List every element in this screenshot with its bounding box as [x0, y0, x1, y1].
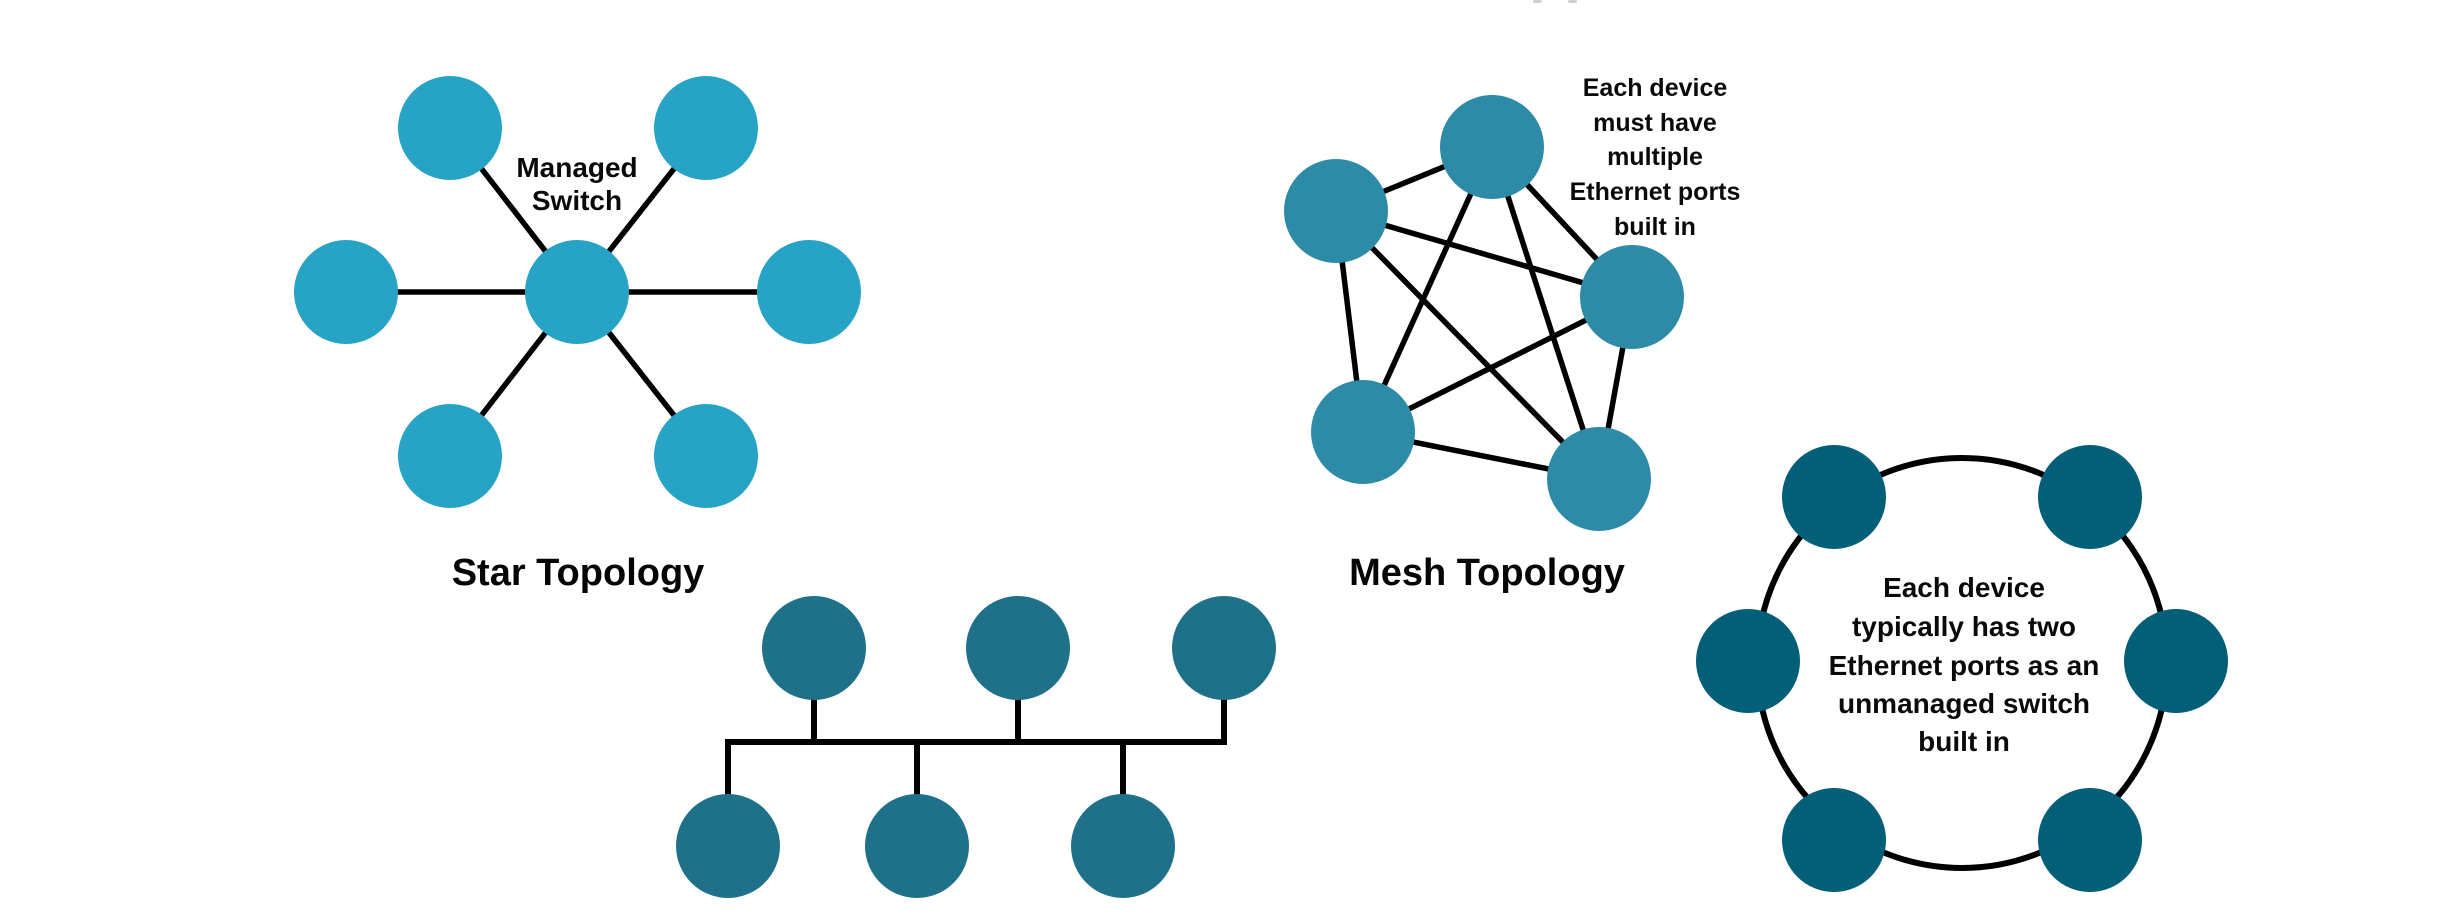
mesh-device-node-5 — [1547, 427, 1651, 531]
ring-note-line-1: Each device — [1883, 572, 2045, 603]
ring-note-line-2: typically has two — [1852, 611, 2076, 642]
ring-device-node-5 — [1782, 788, 1886, 892]
ring-nodes — [1696, 445, 2228, 892]
mesh-note: Each device must have multiple Ethernet … — [1570, 74, 1741, 241]
mesh-note-line-4: Ethernet ports — [1570, 178, 1741, 206]
mesh-nodes — [1284, 95, 1684, 531]
mesh-link-7 — [1334, 209, 1601, 481]
star-center-label-line-2: Switch — [532, 185, 622, 216]
ring-note-line-3: Ethernet ports as an — [1829, 650, 2100, 681]
mesh-link-4 — [1489, 146, 1602, 480]
star-device-node-2 — [654, 76, 758, 180]
bus-links — [725, 698, 1227, 796]
ring-note-line-4: unmanaged switch — [1838, 688, 2090, 719]
star-device-node-3 — [294, 240, 398, 344]
bus-device-node-bottom-2 — [865, 794, 969, 898]
bus-device-node-top-2 — [966, 596, 1070, 700]
mesh-topology-title: Mesh Topology — [1349, 552, 1625, 594]
star-device-node-4 — [757, 240, 861, 344]
star-topology: Managed Switch Star Topology — [294, 76, 861, 594]
ring-note-line-5: built in — [1918, 726, 2010, 757]
cut-off-heading-fragment — [1533, 0, 1577, 3]
mesh-device-node-1 — [1440, 95, 1544, 199]
bus-device-node-bottom-1 — [676, 794, 780, 898]
star-topology-title: Star Topology — [452, 552, 705, 594]
bus-backbone — [725, 698, 1227, 796]
managed-switch-node — [525, 240, 629, 344]
mesh-device-node-3 — [1580, 245, 1684, 349]
bus-topology — [676, 596, 1276, 898]
star-nodes — [294, 76, 861, 508]
ring-device-node-1 — [1782, 445, 1886, 549]
ring-device-node-4 — [2124, 609, 2228, 713]
star-device-node-5 — [398, 404, 502, 508]
mesh-note-line-5: built in — [1614, 213, 1696, 241]
bus-device-node-top-3 — [1172, 596, 1276, 700]
ring-device-node-6 — [2038, 788, 2142, 892]
bus-device-node-top-1 — [762, 596, 866, 700]
ring-note: Each device typically has two Ethernet p… — [1829, 572, 2100, 757]
ring-device-node-2 — [2038, 445, 2142, 549]
ring-topology: Each device typically has two Ethernet p… — [1696, 445, 2228, 892]
star-center-label-line-1: Managed — [516, 152, 637, 183]
mesh-device-node-2 — [1284, 159, 1388, 263]
mesh-topology: Each device must have multiple Ethernet … — [1284, 74, 1740, 594]
bus-device-node-bottom-3 — [1071, 794, 1175, 898]
mesh-device-node-4 — [1311, 380, 1415, 484]
mesh-link-3 — [1360, 145, 1495, 434]
mesh-note-line-2: must have — [1593, 109, 1717, 137]
mesh-note-line-1: Each device — [1583, 74, 1728, 102]
mesh-note-line-3: multiple — [1607, 143, 1703, 171]
star-device-node-1 — [398, 76, 502, 180]
ring-device-node-3 — [1696, 609, 1800, 713]
bus-nodes — [676, 596, 1276, 898]
star-device-node-6 — [654, 404, 758, 508]
